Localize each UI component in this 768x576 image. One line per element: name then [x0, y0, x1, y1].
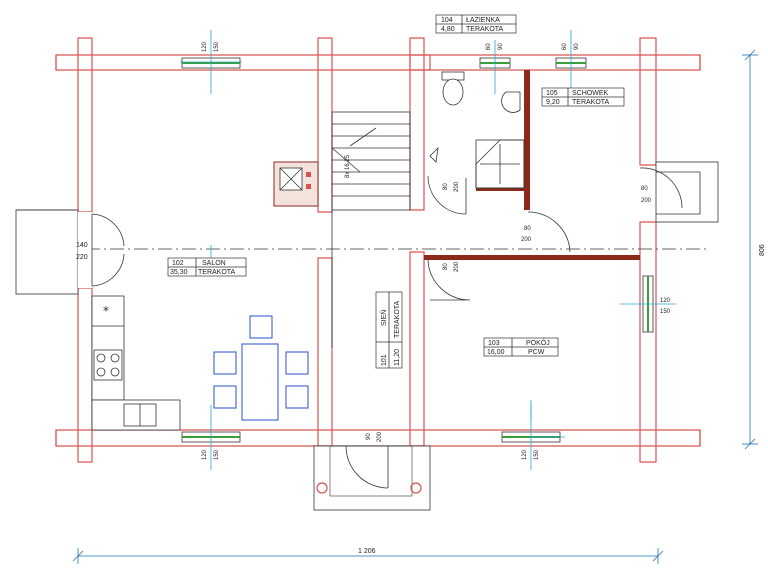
- window-label-salon-bottom-h: 150: [214, 449, 220, 460]
- window-label-lazienka-h: 90: [498, 43, 504, 50]
- room-tag-lazienka: 104 ŁAZIENKA 4,80 TERAKOTA: [435, 14, 517, 34]
- room-number-schowek: 105: [546, 90, 558, 97]
- window-label-schowek: 60: [562, 43, 568, 50]
- window-label-schowek-h: 90: [574, 43, 580, 50]
- room-name-schowek: SCHOWEK: [572, 90, 609, 97]
- room-floor-salon: TERAKOTA: [198, 269, 236, 276]
- window-label-salon-top: 120: [202, 41, 208, 52]
- room-name-sien: SIEŃ: [379, 310, 388, 326]
- door-label-schowek: 80: [524, 226, 531, 232]
- svg-text:*: *: [103, 304, 109, 318]
- room-area-schowek: 9,20: [546, 99, 560, 106]
- room-floor-schowek: TERAKOTA: [572, 99, 610, 106]
- room-number-lazienka: 104: [441, 17, 453, 24]
- room-floor-sien: TERAKOTA: [394, 300, 401, 338]
- room-name-pokoj: POKÓJ: [526, 338, 550, 347]
- room-area-sien: 11,20: [394, 349, 401, 366]
- room-name-lazienka: ŁAZIENKA: [466, 17, 500, 24]
- room-tag-salon: 102 SALON 35,30 TERAKOTA: [167, 257, 247, 277]
- bathroom-fixtures: [429, 71, 525, 189]
- room-area-lazienka: 4,80: [441, 26, 455, 33]
- room-number-salon: 102: [172, 260, 184, 267]
- window-label-pokoj-bottom-h: 150: [534, 449, 540, 460]
- doors: [15, 161, 719, 511]
- dimension-overall-height: 806: [759, 244, 766, 256]
- stairs-label: 8x 16 25: [345, 154, 351, 178]
- room-name-salon: SALON: [202, 260, 226, 267]
- window-label-salon-bottom: 120: [202, 449, 208, 460]
- room-floor-lazienka: TERAKOTA: [466, 26, 504, 33]
- room-tag-pokoj: 103 POKÓJ 16,00 PCW: [483, 337, 559, 357]
- door-label-main-entry-h: 200: [377, 431, 383, 442]
- door-label-right-side: 80: [641, 186, 648, 192]
- window-label-pokoj-right: 120: [660, 298, 671, 304]
- room-area-pokoj: 16,00: [487, 349, 505, 356]
- room-axes: [210, 245, 532, 420]
- dimension-lines: 1 206 806: [72, 49, 766, 564]
- door-label-right-side-h: 200: [641, 198, 652, 204]
- room-number-pokoj: 103: [488, 340, 500, 347]
- door-label-schowek-h: 200: [521, 237, 532, 243]
- partition-walls: [424, 70, 640, 260]
- kitchen: *: [91, 295, 181, 431]
- window-label-salon-top-h: 150: [214, 41, 220, 52]
- window-label-pokoj-right-h: 150: [660, 309, 671, 315]
- room-area-salon: 35,30: [170, 269, 188, 276]
- window-labels: 120 150 120 150 60 90 60 90 120 150 120 …: [202, 41, 671, 460]
- door-labels: 140 220 80 200 80 200 80 200 80 200 90 2…: [76, 181, 652, 442]
- room-tag-sien: 101 SIEŃ 11,20 TERAKOTA: [375, 291, 403, 369]
- windows: [181, 57, 654, 443]
- window-label-pokoj-bottom: 120: [522, 449, 528, 460]
- room-tag-schowek: 105 SCHOWEK 9,20 TERAKOTA: [541, 87, 625, 107]
- door-label-lazienka-h: 200: [454, 181, 460, 192]
- door-label-entry-left-h: 220: [76, 254, 88, 261]
- door-label-pokoj: 80: [443, 263, 449, 270]
- dining-table: [213, 315, 309, 421]
- door-label-main-entry: 90: [366, 433, 372, 440]
- fireplace: [273, 161, 319, 207]
- room-number-sien: 101: [381, 354, 388, 366]
- door-label-entry-left: 140: [76, 242, 88, 249]
- door-label-pokoj-h: 200: [454, 261, 460, 272]
- staircase: 8x 16 25: [331, 111, 411, 348]
- window-label-lazienka: 60: [486, 43, 492, 50]
- door-label-lazienka: 80: [443, 183, 449, 190]
- room-floor-pokoj: PCW: [528, 349, 545, 356]
- dimension-overall-width: 1 206: [358, 548, 376, 555]
